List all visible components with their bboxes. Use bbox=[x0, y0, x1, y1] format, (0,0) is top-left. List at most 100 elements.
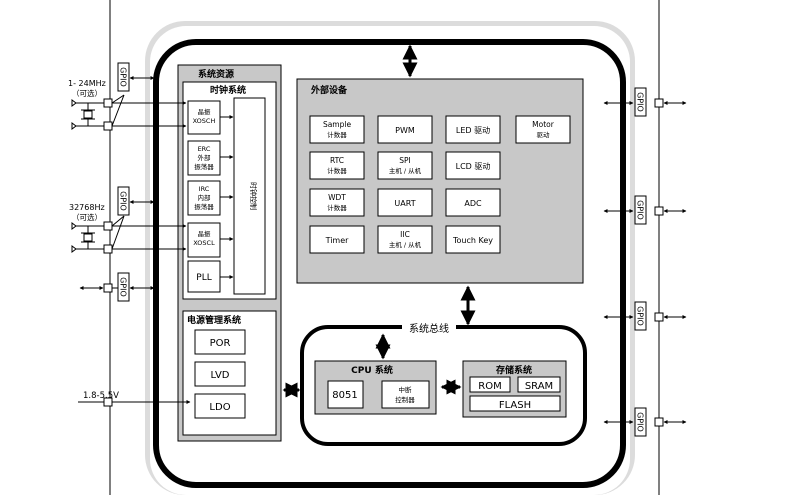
pin-pad bbox=[654, 206, 664, 216]
gpio-block: GPIO bbox=[117, 186, 130, 216]
interrupt-line1: 中断 bbox=[399, 385, 413, 394]
clock-block-line: ERC bbox=[198, 145, 211, 153]
peripheral-label-line2: 主机 / 从机 bbox=[389, 166, 422, 175]
power-block-lvd: LVD bbox=[194, 361, 246, 387]
peripheral-label-line2: 主机 / 从机 bbox=[389, 240, 422, 249]
sram-block: SRAM bbox=[517, 376, 561, 393]
flash-label: FLASH bbox=[499, 400, 531, 411]
peripheral-label-line2: 计数器 bbox=[327, 130, 347, 139]
rom-block: ROM bbox=[469, 376, 511, 393]
gpio-label: GPIO bbox=[636, 200, 645, 220]
power-block-label: LVD bbox=[210, 370, 229, 381]
clock-block-irc: IRC 内部 振荡器 bbox=[187, 180, 221, 216]
clock-control-block bbox=[233, 97, 266, 295]
clock-arrows bbox=[220, 115, 234, 279]
rom-label: ROM bbox=[478, 381, 501, 392]
peripheral-block: LED 驱动 bbox=[445, 115, 501, 144]
peripheral-label-line1: WDT bbox=[328, 193, 346, 202]
flash-block: FLASH bbox=[469, 395, 561, 412]
gpio-label: GPIO bbox=[119, 67, 128, 87]
gpio-label: GPIO bbox=[119, 277, 128, 297]
clock-block-line: XOSCL bbox=[193, 239, 215, 247]
pin-pad bbox=[654, 417, 664, 427]
peripherals-title: 外部设备 bbox=[310, 84, 348, 96]
gpio-block: GPIO bbox=[634, 301, 647, 331]
peripheral-block: Timer bbox=[309, 225, 365, 254]
peripheral-label: LED 驱动 bbox=[456, 125, 490, 135]
clock-block-xosch: 晶振 XOSCH bbox=[187, 100, 221, 135]
storage-system-title: 存储系统 bbox=[496, 364, 532, 376]
peripheral-block: ADC bbox=[445, 188, 501, 217]
pll-block: PLL bbox=[187, 260, 221, 293]
power-block-label: LDO bbox=[209, 402, 230, 413]
peripheral-label-line1: Motor bbox=[532, 120, 555, 129]
gpio-right-group: GPIO GPIO GPIO GPIO bbox=[603, 87, 687, 437]
peripheral-label: PWM bbox=[395, 126, 415, 135]
clock-block-line: XOSCH bbox=[193, 117, 216, 125]
gpio-left-group: GPIO GPIO GPIO bbox=[79, 62, 155, 302]
pin-pad bbox=[654, 98, 664, 108]
peripheral-label-line2: 驱动 bbox=[537, 131, 551, 139]
power-block-label: POR bbox=[210, 338, 231, 349]
peripheral-label: LCD 驱动 bbox=[456, 161, 491, 171]
cpu-system-title: CPU 系统 bbox=[351, 364, 393, 376]
clock-block-line: IRC bbox=[199, 185, 210, 193]
crystal-high-note: （可选） bbox=[72, 88, 102, 98]
interrupt-controller: 中断 控制器 bbox=[381, 380, 430, 409]
peripheral-label: UART bbox=[394, 199, 415, 208]
peripheral-label-line1: SPI bbox=[399, 156, 411, 165]
clock-control-label: 时钟控制 bbox=[249, 182, 258, 210]
system-bus-label-bg bbox=[402, 322, 456, 334]
gpio-block: GPIO bbox=[634, 195, 647, 225]
gpio-label: GPIO bbox=[636, 412, 645, 432]
peripheral-block: LCD 驱动 bbox=[445, 151, 501, 180]
interrupt-line2: 控制器 bbox=[395, 395, 415, 404]
peripheral-block: UART bbox=[377, 188, 433, 217]
clock-block-line: 振荡器 bbox=[194, 202, 214, 211]
crystal-high-wiring bbox=[71, 94, 187, 131]
pll-label: PLL bbox=[196, 273, 211, 283]
clock-block-erc: ERC 外部 振荡器 bbox=[187, 140, 221, 176]
cpu-core-label: 8051 bbox=[332, 390, 357, 401]
clock-block-line: 振荡器 bbox=[194, 162, 214, 171]
power-block-por: POR bbox=[194, 329, 246, 355]
gpio-block: GPIO bbox=[634, 407, 647, 437]
gpio-label: GPIO bbox=[636, 306, 645, 326]
clock-system-title: 时钟系统 bbox=[210, 84, 246, 96]
power-management-title: 电源管理系统 bbox=[187, 314, 241, 326]
clock-block-line: 晶振 bbox=[198, 107, 212, 116]
crystal-low-label: 32768Hz bbox=[69, 203, 105, 212]
peripheral-label: Timer bbox=[325, 236, 350, 245]
crystal-low-wiring bbox=[71, 215, 187, 254]
gpio-block: GPIO bbox=[117, 272, 130, 302]
peripheral-block: PWM bbox=[377, 115, 433, 144]
pin-pad bbox=[103, 283, 113, 293]
peripheral-label-line1: RTC bbox=[330, 156, 344, 165]
power-block-ldo: LDO bbox=[194, 393, 246, 419]
peripheral-label: ADC bbox=[464, 199, 482, 208]
peripheral-label-line2: 计数器 bbox=[327, 203, 347, 212]
supply-voltage-label: 1.8-5.5V bbox=[83, 391, 119, 401]
supply-wiring bbox=[78, 397, 191, 407]
gpio-label: GPIO bbox=[119, 191, 128, 211]
gpio-block: GPIO bbox=[634, 87, 647, 117]
system-resources-title: 系统资源 bbox=[198, 68, 234, 80]
peripheral-label-line1: Sample bbox=[323, 120, 352, 129]
clock-block-line: 晶振 bbox=[198, 229, 212, 238]
peripheral-label-line1: IIC bbox=[400, 230, 410, 239]
peripheral-label: Touch Key bbox=[452, 236, 493, 245]
clock-block-line: 外部 bbox=[198, 153, 212, 162]
clock-block-line: 内部 bbox=[198, 193, 212, 202]
gpio-block: GPIO bbox=[117, 62, 130, 92]
pin-pad bbox=[654, 312, 664, 322]
gpio-label: GPIO bbox=[636, 92, 645, 112]
system-bus-label: 系统总线 bbox=[409, 322, 449, 335]
